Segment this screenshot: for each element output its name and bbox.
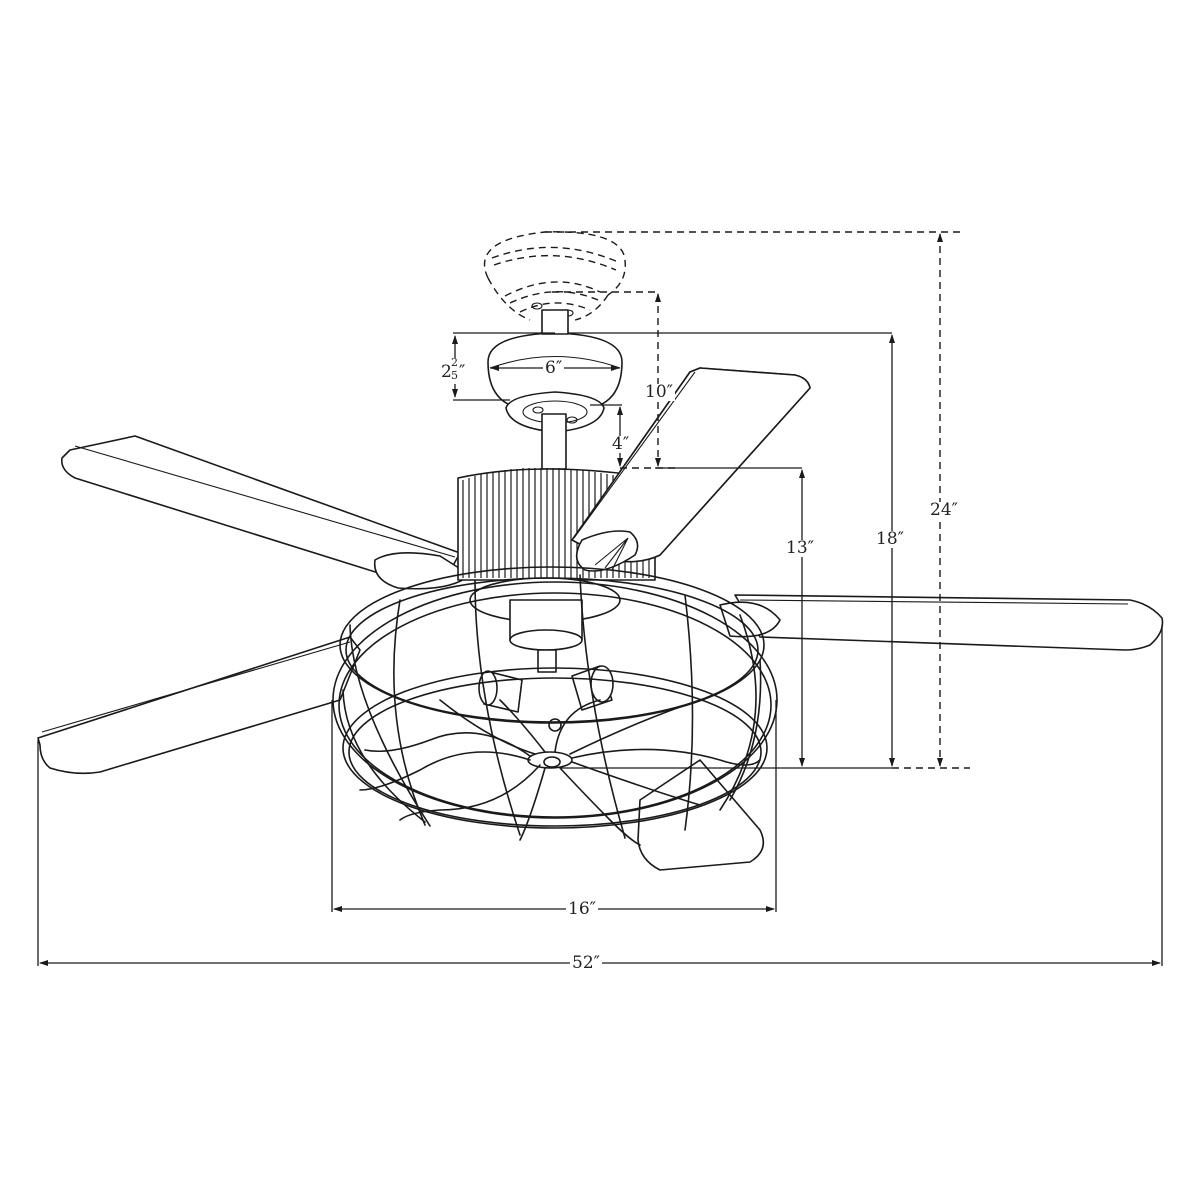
dim-label-canopy-height: 2 2 5 ″ xyxy=(441,356,471,384)
fan-blade-lower xyxy=(637,759,765,871)
fan-blade-right xyxy=(719,594,1164,651)
dim-canopy-height-num: 2 xyxy=(451,356,458,369)
dim-label-overall-height: 18″ xyxy=(874,529,906,549)
dim-canopy-height-whole: 2 xyxy=(441,362,452,382)
dim-label-canopy-width: 6″ xyxy=(543,358,565,378)
light-kit-body xyxy=(469,577,621,673)
dim-label-fan-body-height: 13″ xyxy=(784,538,816,558)
fan-blade-left-upper xyxy=(60,435,471,590)
dim-canopy-height-den: 5 xyxy=(451,369,458,382)
wire-cage xyxy=(332,566,778,846)
dimension-lines xyxy=(37,233,1163,966)
dim-label-cage-diameter: 16″ xyxy=(566,899,598,919)
dim-label-extended-drop: 10″ xyxy=(643,382,675,402)
dim-canopy-height-unit: ″ xyxy=(459,362,466,382)
downrod xyxy=(541,413,567,470)
dim-label-max-height: 24″ xyxy=(928,500,960,520)
dim-label-downrod: 4″ xyxy=(610,434,632,454)
extended-canopy-outline xyxy=(483,231,960,321)
dim-label-blade-span: 52″ xyxy=(570,953,602,973)
fan-blade-left-lower xyxy=(37,636,361,775)
